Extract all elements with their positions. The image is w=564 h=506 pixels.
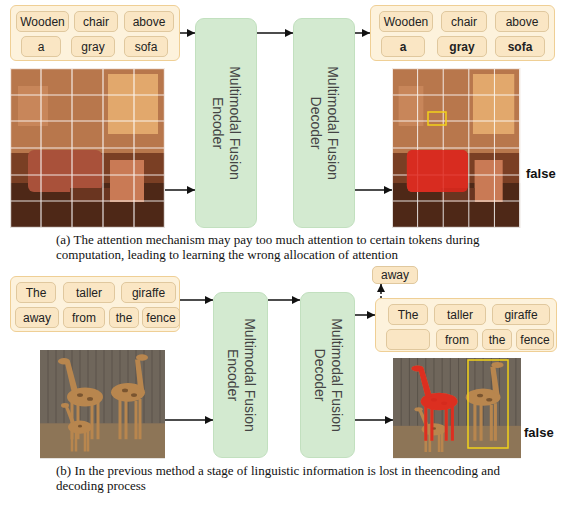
token-box: the [482,329,512,350]
token-box: from [63,307,105,328]
token-box: the [109,307,139,328]
flow-arrow [180,32,195,34]
token-text: sofa [508,41,533,53]
token-box: taller [434,304,486,325]
token-text: away [23,312,51,324]
token-text: fence [146,312,175,324]
token-box: fence [142,307,180,328]
fusion-block: Multimodal Fusion Encoder [213,292,268,458]
token-box: a [381,36,425,57]
predicted-box [428,112,446,125]
token-box: above [495,11,549,32]
token-box: sofa [124,36,168,57]
block-label: Multimodal Fusion Decoder [311,305,345,445]
block-label: Multimodal Fusion Decoder [307,48,341,198]
token-box: The [388,304,428,325]
token-text: from [445,334,469,346]
token-box: chair [74,11,118,32]
token-text: taller [76,287,102,299]
token-text: from [72,312,96,324]
room-photo-output [392,68,520,228]
token-box: sofa [495,36,545,57]
token-text: Wooden [20,16,64,28]
subfigure-caption: (a) The attention mechanism may pay too … [56,232,501,262]
masked-token [386,329,430,350]
token-box: above [124,11,174,32]
token-box: giraffe [121,282,176,303]
token-box: Wooden [379,11,433,32]
token-text: a [38,41,45,53]
giraffe-photo [40,350,165,458]
result-flag: false [524,425,562,440]
token-group: The taller giraffe away from the fence [10,276,180,332]
block-label: Multimodal Fusion Encoder [209,48,243,198]
token-text: chair [83,16,109,28]
room-photo [10,68,165,228]
token-group: The taller giraffe from the fence [375,298,557,352]
token-text: giraffe [504,309,537,321]
flow-arrow [355,32,370,34]
token-box: Wooden [16,11,69,32]
token-text: giraffe [132,287,165,299]
attention-highlight [411,365,457,440]
predicted-box [468,360,508,448]
token-group: Wooden chair above a gray sofa [10,5,180,61]
token-text: a [400,41,407,53]
flow-arrow [257,32,293,34]
token-text: gray [81,41,104,53]
token-box: taller [63,282,115,303]
flow-arrow [355,314,375,316]
token-text: above [133,16,166,28]
token-text: away [381,269,409,281]
token-text: above [506,16,539,28]
flow-arrow [180,299,213,301]
fusion-block: Multimodal Fusion Decoder [300,292,355,458]
token-text: The [398,309,419,321]
token-text: The [26,287,47,299]
token-text: Wooden [384,16,428,28]
attention-highlight [407,150,468,192]
token-box: away [15,307,59,328]
block-label: Multimodal Fusion Encoder [224,305,258,445]
token-text: taller [447,309,473,321]
token-text: the [116,312,133,324]
token-box: gray [71,36,115,57]
subfigure-caption: (b) In the previous method a stage of li… [56,463,501,493]
token-box: chair [441,11,487,32]
token-text: chair [451,16,477,28]
token-text: gray [449,41,474,53]
token-box: fence [516,329,554,350]
flow-arrow [268,299,300,301]
token-box: away [372,266,418,284]
token-box: a [21,36,61,57]
token-box: giraffe [492,304,550,325]
fusion-block: Multimodal Fusion Decoder [293,18,355,228]
fusion-block: Multimodal Fusion Encoder [195,18,257,228]
dotted-arrow [380,284,382,298]
token-text: the [489,334,506,346]
token-box: gray [437,36,487,57]
token-text: sofa [135,41,158,53]
result-flag: false [526,166,562,181]
token-group: Wooden chair above a gray sofa [370,5,555,61]
token-box: from [436,329,478,350]
giraffe-photo-output [393,358,521,458]
token-text: fence [520,334,549,346]
token-box: The [16,282,56,303]
